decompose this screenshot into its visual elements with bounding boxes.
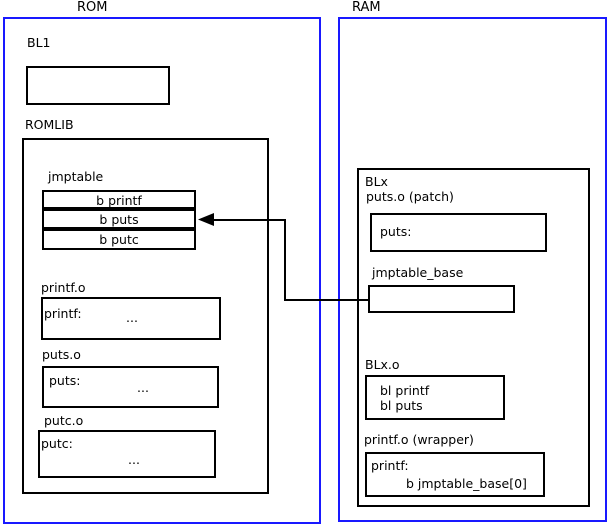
blx-o-line-2: bl puts <box>380 398 423 413</box>
ram-region-label: RAM <box>352 0 381 15</box>
romlib-printf-o-box: printf: ... <box>41 297 221 340</box>
bl1-label: BL1 <box>27 35 51 50</box>
blx-patch-symbol: puts: <box>380 224 412 239</box>
jmptable-entry-2: b putc <box>42 229 196 250</box>
romlib-printf-body: ... <box>126 310 138 325</box>
wrapper-instruction: b jmptable_base[0] <box>406 476 527 491</box>
romlib-putc-symbol: putc: <box>41 436 73 451</box>
blx-o-box: bl printf bl puts <box>365 375 505 420</box>
rom-region-label: ROM <box>77 0 108 15</box>
romlib-puts-o-box: puts: ... <box>42 366 219 408</box>
jmptable-base-box <box>368 285 515 313</box>
blx-o-label: BLx.o <box>365 357 400 372</box>
bl1-box <box>26 66 170 105</box>
romlib-puts-o-label: puts.o <box>42 347 81 362</box>
romlib-putc-o-label: putc.o <box>44 413 84 428</box>
blx-patch-box: puts: <box>370 213 547 252</box>
romlib-puts-body: ... <box>137 380 149 395</box>
blx-o-line-1: bl printf <box>380 383 430 398</box>
blx-patch-label: puts.o (patch) <box>366 189 454 204</box>
romlib-putc-o-box: putc: ... <box>38 430 216 478</box>
jmptable-base-label: jmptable_base <box>372 265 464 280</box>
wrapper-symbol: printf: <box>371 458 409 473</box>
romlib-label: ROMLIB <box>25 117 74 132</box>
wrapper-label: printf.o (wrapper) <box>364 432 474 447</box>
romlib-printf-o-label: printf.o <box>41 280 86 295</box>
romlib-putc-body: ... <box>128 452 140 467</box>
jmptable-entry-0: b printf <box>42 190 196 209</box>
blx-label: BLx <box>365 174 388 189</box>
jmptable-label: jmptable <box>48 169 104 184</box>
wrapper-box: printf: b jmptable_base[0] <box>365 452 545 497</box>
jmptable-entry-1: b puts <box>42 209 196 229</box>
romlib-puts-symbol: puts: <box>49 373 81 388</box>
romlib-printf-symbol: printf: <box>44 306 82 321</box>
